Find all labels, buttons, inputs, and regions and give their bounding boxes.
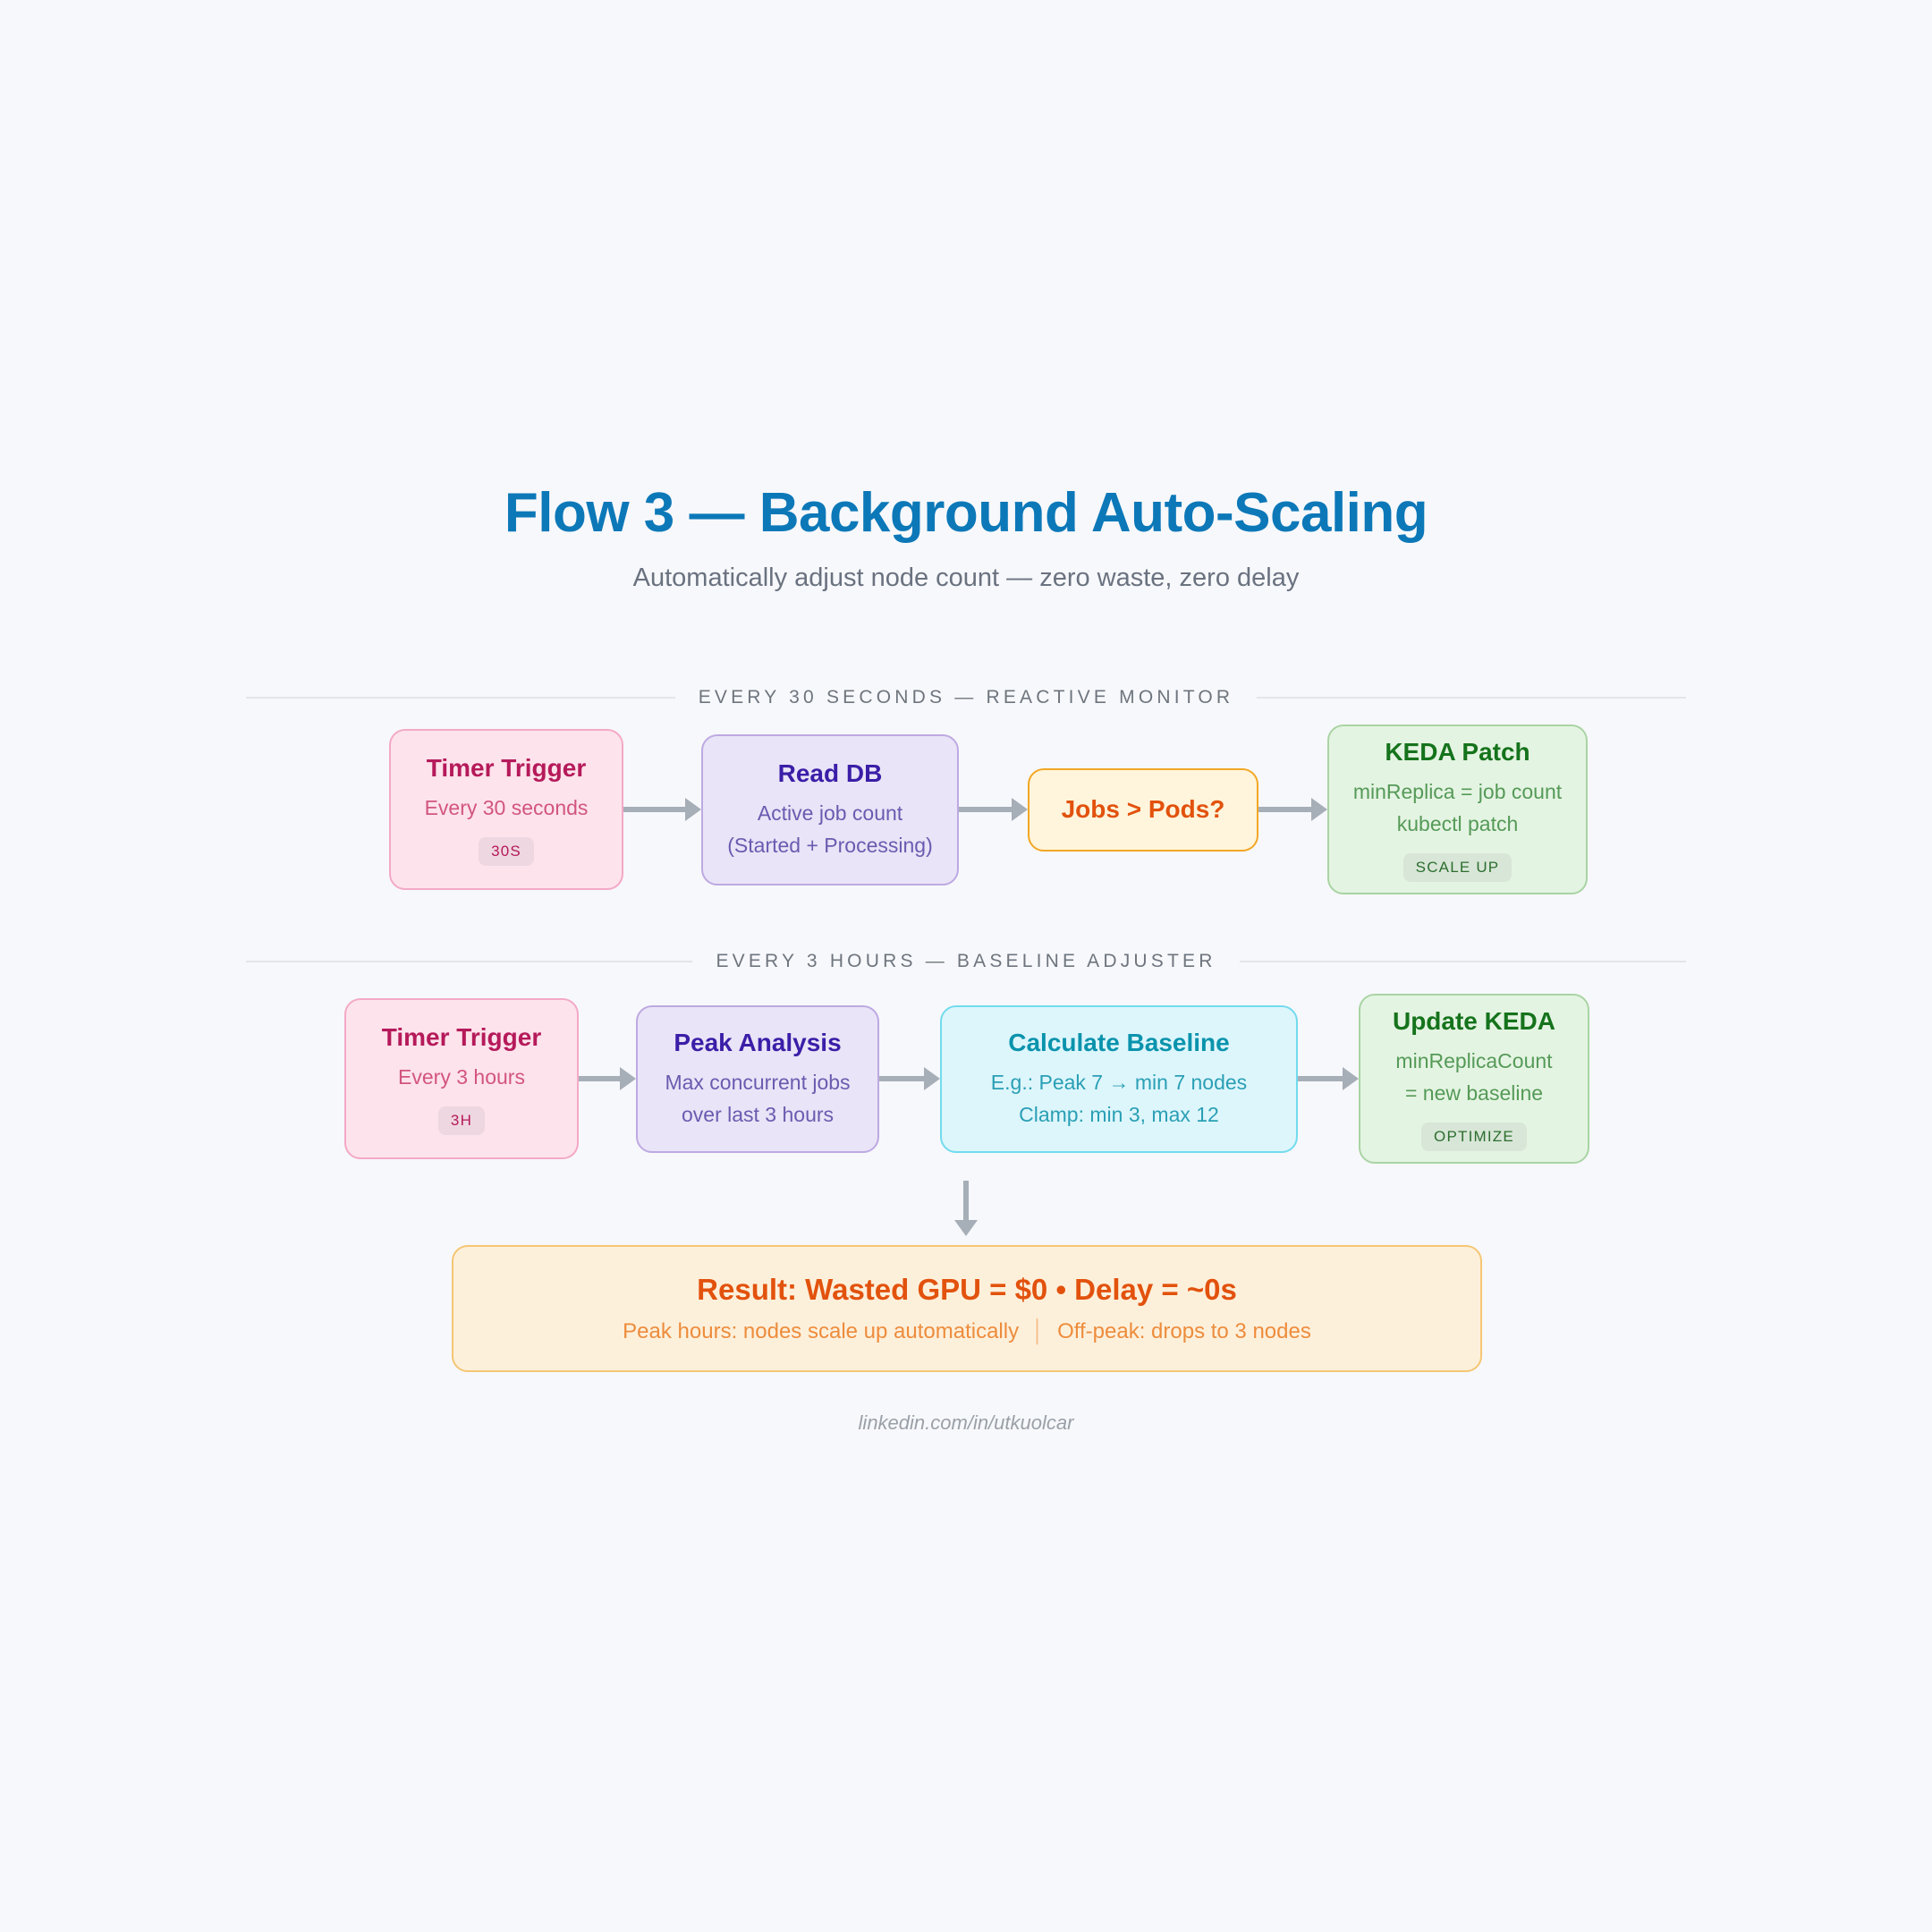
header: Flow 3 — Background Auto-Scaling Automat… — [0, 482, 1932, 593]
section-divider-reactive-monitor: EVERY 30 SECONDS — REACTIVE MONITOR — [246, 687, 1686, 708]
arrow-head-icon — [685, 798, 701, 821]
arrow-shaft — [623, 807, 685, 812]
node-line: Clamp: min 3, max 12 — [1019, 1102, 1219, 1126]
section-label: EVERY 30 SECONDS — REACTIVE MONITOR — [698, 687, 1234, 708]
node-title: Update KEDA — [1392, 1006, 1555, 1035]
node-timer-trigger-30s[interactable]: Timer Trigger Every 30 seconds 30S — [389, 729, 623, 890]
result-title: Result: Wasted GPU = $0 • Delay = ~0s — [697, 1273, 1237, 1306]
arrow-shaft — [1258, 807, 1311, 812]
node-title: KEDA Patch — [1385, 737, 1530, 766]
result-subtitle: Peak hours: nodes scale up automatically… — [623, 1319, 1311, 1344]
node-title: Timer Trigger — [381, 1022, 542, 1051]
node-line: E.g.: Peak 7 → min 7 nodes — [990, 1071, 1248, 1095]
arrow-baseline-to-update-keda — [1298, 1067, 1359, 1090]
arrow-shaft — [879, 1076, 924, 1081]
arrow-shaft — [579, 1076, 620, 1081]
node-calculate-baseline[interactable]: Calculate Baseline E.g.: Peak 7 → min 7 … — [940, 1004, 1298, 1153]
node-line: minReplica = job count — [1352, 780, 1563, 804]
node-line: Every 3 hours — [398, 1065, 525, 1089]
node-line: over last 3 hours — [681, 1102, 835, 1126]
arrow-timer-to-peak-analysis — [579, 1067, 636, 1090]
node-timer-trigger-3h[interactable]: Timer Trigger Every 3 hours 3H — [344, 998, 579, 1159]
node-line: (Started + Processing) — [727, 833, 933, 857]
node-line: minReplicaCount — [1395, 1049, 1553, 1073]
arrow-timer-to-readdb — [623, 798, 701, 821]
status-badge: OPTIMIZE — [1421, 1123, 1527, 1152]
node-title: Calculate Baseline — [1008, 1028, 1230, 1056]
node-title: Read DB — [777, 758, 883, 787]
footer-credit: linkedin.com/in/utkuolcar — [858, 1411, 1074, 1434]
node-line: Active job count — [757, 801, 903, 826]
section-label: EVERY 3 HOURS — BASELINE ADJUSTER — [716, 951, 1216, 971]
node-line: = new baseline — [1404, 1080, 1544, 1105]
node-title: Peak Analysis — [674, 1028, 842, 1056]
result-sub-left: Peak hours: nodes scale up automatically — [623, 1319, 1020, 1343]
status-badge: 30S — [479, 837, 534, 867]
divider-rule-right — [1239, 961, 1686, 962]
page-subtitle: Automatically adjust node count — zero w… — [632, 564, 1300, 593]
divider-rule-left — [246, 697, 675, 699]
arrow-head-icon — [620, 1067, 636, 1090]
arrow-head-icon — [1311, 798, 1327, 821]
node-title: Jobs > Pods? — [1061, 795, 1225, 824]
result-sub-separator: │ — [1031, 1319, 1046, 1343]
status-badge: SCALE UP — [1402, 853, 1513, 883]
node-keda-patch[interactable]: KEDA Patch minReplica = job count kubect… — [1327, 724, 1588, 894]
node-title: Timer Trigger — [426, 753, 587, 782]
node-decision-jobs-gt-pods[interactable]: Jobs > Pods? — [1028, 767, 1258, 852]
result-sub-right: Off-peak: drops to 3 nodes — [1057, 1319, 1311, 1343]
node-line: Every 30 seconds — [424, 796, 589, 820]
node-read-db[interactable]: Read DB Active job count (Started + Proc… — [701, 733, 959, 886]
arrow-head-icon — [954, 1220, 978, 1236]
arrow-shaft — [1298, 1076, 1343, 1081]
status-badge: 3H — [437, 1106, 486, 1136]
arrow-head-icon — [924, 1067, 940, 1090]
node-update-keda[interactable]: Update KEDA minReplicaCount = new baseli… — [1359, 994, 1589, 1164]
arrow-decision-to-keda-patch — [1258, 798, 1327, 821]
node-peak-analysis[interactable]: Peak Analysis Max concurrent jobs over l… — [636, 1004, 879, 1153]
arrow-peak-to-calculate-baseline — [879, 1067, 940, 1090]
arrow-readdb-to-decision — [959, 798, 1028, 821]
node-line: Max concurrent jobs — [665, 1071, 851, 1095]
section-divider-baseline-adjuster: EVERY 3 HOURS — BASELINE ADJUSTER — [246, 951, 1686, 972]
arrow-down-to-result — [954, 1181, 978, 1236]
divider-rule-left — [246, 961, 693, 962]
flow-row-baseline-adjuster: Timer Trigger Every 3 hours 3H Peak Anal… — [344, 994, 1589, 1164]
flow-row-reactive-monitor: Timer Trigger Every 30 seconds 30S Read … — [389, 724, 1588, 894]
arrow-shaft — [959, 807, 1012, 812]
result-banner: Result: Wasted GPU = $0 • Delay = ~0s Pe… — [452, 1245, 1482, 1372]
node-line: kubectl patch — [1396, 811, 1519, 835]
divider-rule-right — [1257, 697, 1686, 699]
arrow-head-icon — [1343, 1067, 1359, 1090]
arrow-shaft — [963, 1181, 969, 1220]
arrow-head-icon — [1012, 798, 1028, 821]
page-title: Flow 3 — Background Auto-Scaling — [504, 482, 1428, 544]
